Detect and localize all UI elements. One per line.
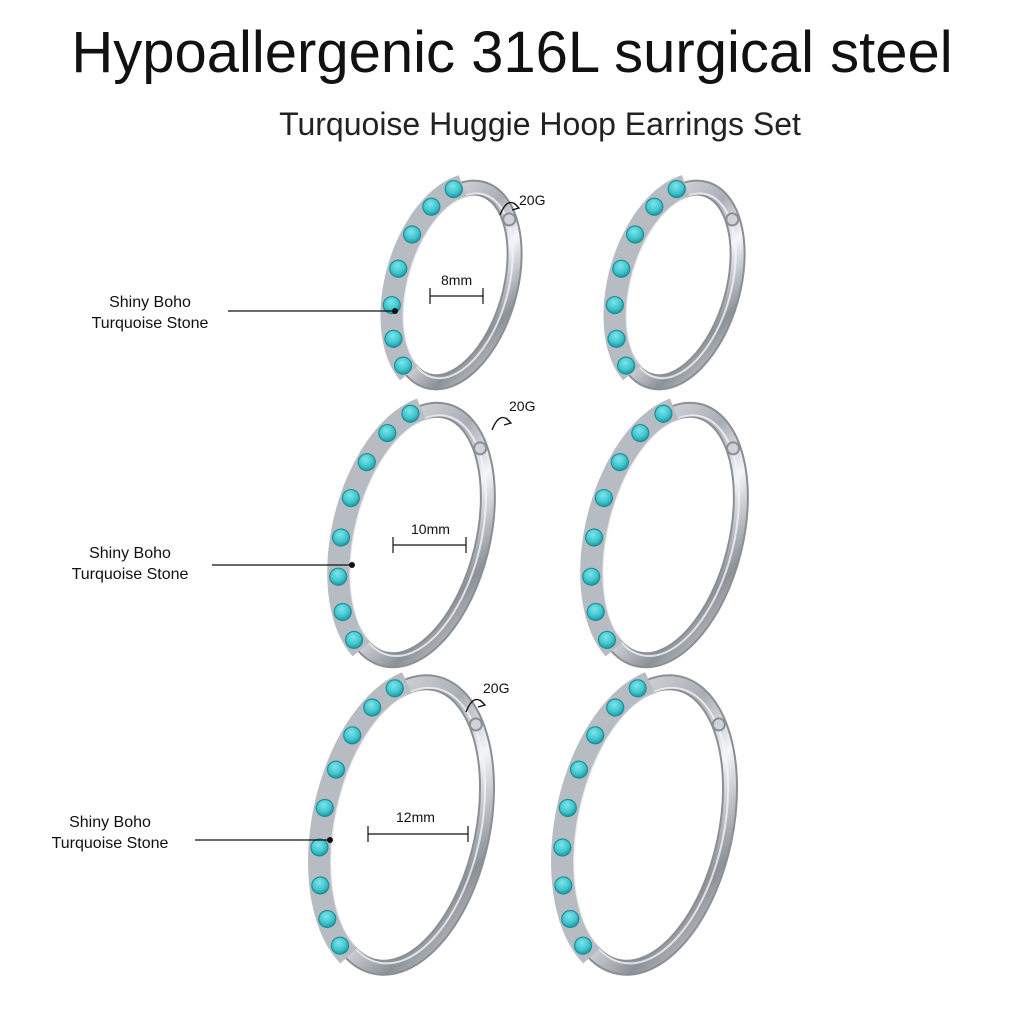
hoop-highlight bbox=[572, 686, 730, 965]
hinge-icon bbox=[725, 212, 740, 227]
page-subtitle: Turquoise Huggie Hoop Earrings Set bbox=[279, 106, 801, 142]
turquoise-stone bbox=[344, 630, 364, 650]
turquoise-stone bbox=[444, 179, 463, 199]
turquoise-stone bbox=[311, 876, 330, 895]
stone-label-row2-line1: Shiny Boho bbox=[89, 545, 171, 562]
turquoise-stone bbox=[553, 838, 572, 857]
stone-channel bbox=[327, 398, 426, 657]
turquoise-stone bbox=[573, 936, 593, 955]
hoop-highlight bbox=[402, 192, 514, 380]
turquoise-stone bbox=[333, 602, 352, 622]
gauge-label-row2: 20G bbox=[509, 398, 536, 414]
turquoise-stone bbox=[586, 602, 605, 622]
turquoise-stone bbox=[561, 909, 580, 929]
arrow-icon bbox=[503, 417, 513, 426]
hoop-8mm-right bbox=[603, 175, 746, 391]
turquoise-stone bbox=[605, 295, 624, 315]
stone-label-row3: Shiny Boho Turquoise Stone bbox=[30, 812, 190, 854]
turquoise-stone bbox=[343, 726, 362, 745]
turquoise-stone bbox=[654, 404, 673, 423]
turquoise-stone bbox=[318, 909, 337, 929]
turquoise-stone bbox=[326, 760, 346, 779]
diameter-label-row1: 8mm bbox=[441, 272, 473, 288]
turquoise-stone bbox=[389, 259, 408, 278]
pointer-dot bbox=[327, 837, 333, 843]
stone-channel bbox=[603, 175, 690, 381]
arrow-icon bbox=[511, 202, 521, 211]
turquoise-stone bbox=[384, 329, 403, 348]
turquoise-stone bbox=[315, 798, 334, 818]
hinge-icon bbox=[711, 717, 726, 732]
turquoise-stone bbox=[402, 225, 422, 244]
hinge-icon bbox=[726, 441, 741, 456]
stone-channel bbox=[551, 672, 655, 964]
gauge-label-row1: 20G bbox=[519, 192, 546, 208]
turquoise-stone bbox=[331, 528, 351, 547]
turquoise-stone bbox=[582, 567, 601, 586]
turquoise-stone bbox=[597, 630, 617, 650]
hoop-highlight bbox=[348, 414, 487, 658]
stone-label-row2: Shiny Boho Turquoise Stone bbox=[50, 543, 210, 585]
stone-label-row1-line1: Shiny Boho bbox=[109, 294, 191, 311]
stone-label-row3-line2: Turquoise Stone bbox=[51, 835, 169, 852]
hoop-12mm-right bbox=[551, 672, 739, 976]
hinge-icon bbox=[502, 212, 517, 227]
hoop-highlight bbox=[625, 192, 737, 380]
turquoise-stone bbox=[378, 424, 397, 443]
hoop-10mm-left bbox=[327, 398, 496, 669]
turquoise-stone bbox=[584, 528, 604, 547]
turquoise-stone bbox=[357, 453, 376, 472]
hinge-icon bbox=[473, 441, 488, 456]
turquoise-stone bbox=[586, 726, 605, 745]
stone-label-row1: Shiny Boho Turquoise Stone bbox=[70, 292, 230, 334]
turquoise-stone bbox=[329, 567, 348, 586]
stone-channel bbox=[308, 672, 412, 964]
stone-label-row2-line2: Turquoise Stone bbox=[71, 566, 189, 583]
turquoise-stone bbox=[310, 838, 329, 857]
pointer-dot bbox=[392, 308, 398, 314]
turquoise-stone bbox=[610, 453, 629, 472]
hinge-icon bbox=[468, 717, 483, 732]
turquoise-stone bbox=[628, 679, 647, 698]
turquoise-stone bbox=[422, 197, 441, 216]
hoop-highlight bbox=[329, 686, 487, 965]
page-title: Hypoallergenic 316L surgical steel bbox=[71, 20, 953, 85]
turquoise-stone bbox=[558, 798, 577, 818]
turquoise-stone bbox=[393, 356, 413, 375]
turquoise-stone bbox=[606, 698, 625, 717]
stone-label-row1-line2: Turquoise Stone bbox=[91, 315, 209, 332]
turquoise-stone bbox=[607, 329, 626, 348]
hoop-12mm-left bbox=[308, 672, 496, 976]
turquoise-stone bbox=[401, 404, 420, 423]
turquoise-stone bbox=[554, 876, 573, 895]
stone-channel bbox=[580, 398, 679, 657]
pointer-dot bbox=[349, 562, 355, 568]
turquoise-stone bbox=[645, 197, 664, 216]
turquoise-stone bbox=[625, 225, 645, 244]
hoop-highlight bbox=[601, 414, 740, 658]
gauge-label-row3: 20G bbox=[483, 680, 510, 696]
turquoise-stone bbox=[616, 356, 636, 375]
turquoise-stone bbox=[363, 698, 382, 717]
turquoise-stone bbox=[631, 424, 650, 443]
turquoise-stone bbox=[569, 760, 589, 779]
diameter-label-row3: 12mm bbox=[396, 809, 435, 825]
diameter-label-row2: 10mm bbox=[411, 521, 450, 537]
hoop-8mm-left bbox=[380, 175, 523, 391]
turquoise-stone bbox=[667, 179, 686, 199]
turquoise-stone bbox=[594, 488, 613, 508]
turquoise-stone bbox=[341, 488, 360, 508]
hoop-10mm-right bbox=[580, 398, 749, 669]
stone-label-row3-line1: Shiny Boho bbox=[69, 814, 151, 831]
turquoise-stone bbox=[330, 936, 350, 955]
turquoise-stone bbox=[612, 259, 631, 278]
arrow-icon bbox=[477, 699, 487, 708]
turquoise-stone bbox=[385, 679, 404, 698]
